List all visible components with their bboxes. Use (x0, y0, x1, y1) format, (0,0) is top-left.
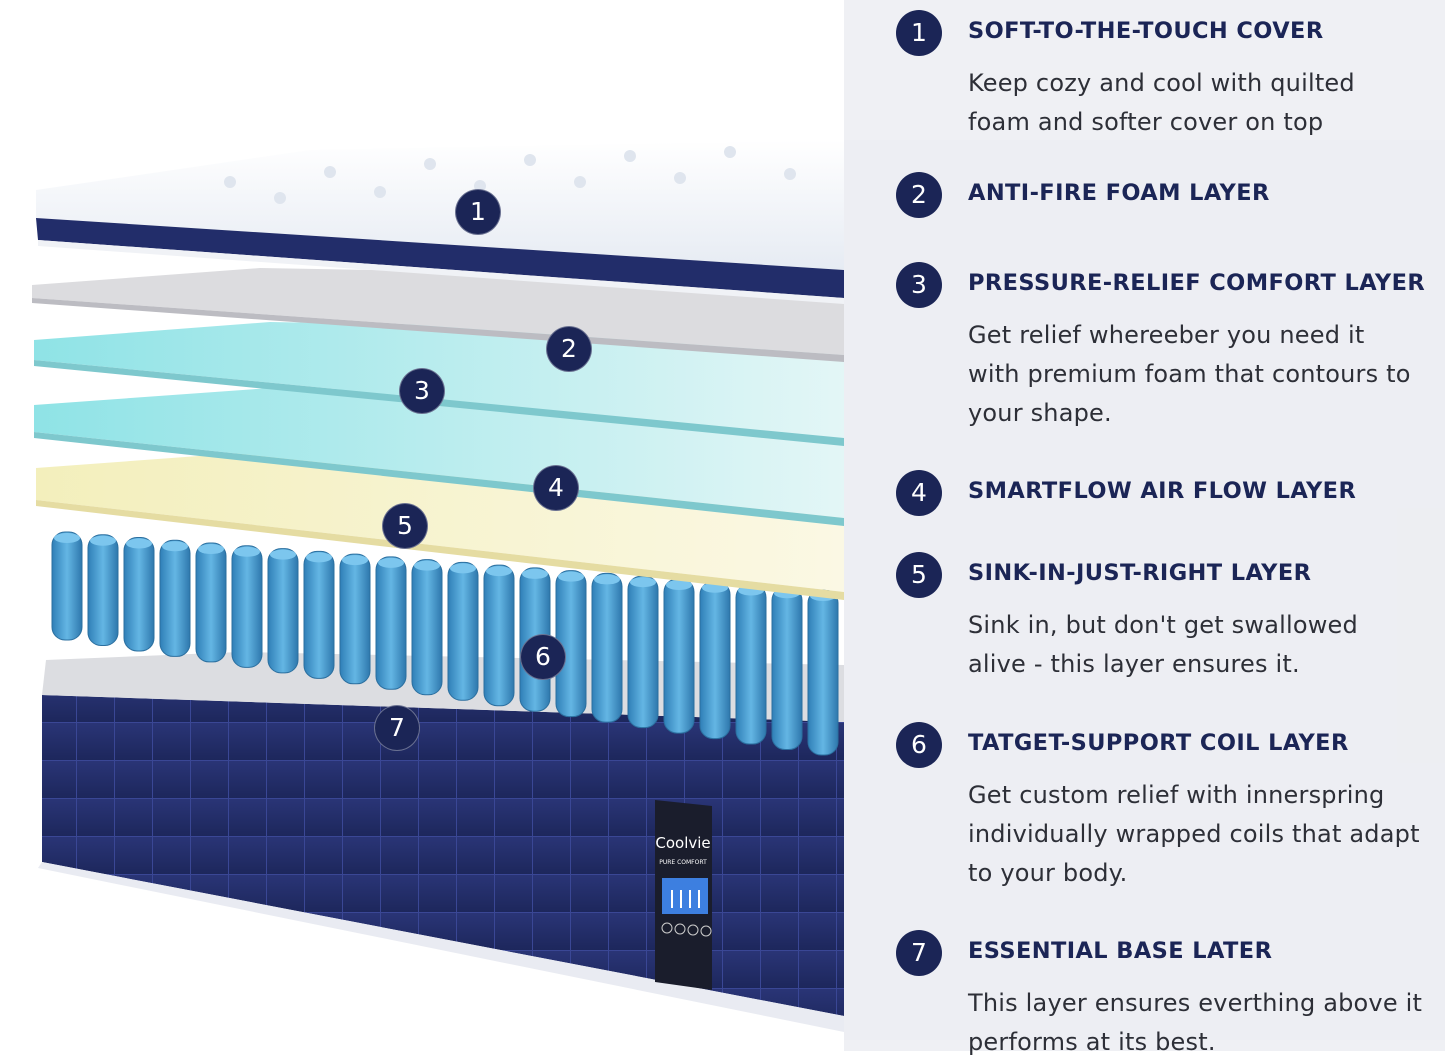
feature-title: TATGET-SUPPORT COIL LAYER (968, 730, 1349, 756)
feature-description: Keep cozy and cool with quilted foam and… (968, 69, 1355, 136)
coil-spring (807, 589, 839, 756)
coil-spring-top (630, 577, 656, 588)
coil-spring-top (90, 535, 116, 546)
feature-description: Sink in, but don't get swallowed alive -… (968, 611, 1358, 678)
feature-panel (844, 0, 1445, 1051)
coil-spring (483, 564, 515, 707)
feature-title: SMARTFLOW AIR FLOW LAYER (968, 478, 1357, 504)
coil-spring (195, 542, 227, 663)
feature-title: ANTI-FIRE FOAM LAYER (968, 180, 1270, 206)
feature-number-badge: 1 (896, 10, 942, 56)
feature-number-badge: 4 (896, 470, 942, 516)
layer-badge-1: 1 (455, 189, 501, 235)
feature-description: This layer ensures everthing above it pe… (968, 989, 1423, 1056)
coil-spring (87, 534, 119, 646)
coil-spring-top (306, 552, 332, 563)
coil-spring-top (198, 544, 224, 555)
layer-badge-6: 6 (520, 634, 566, 680)
coil-spring-top (450, 563, 476, 574)
feature-number-badge: 7 (896, 930, 942, 976)
coil-spring-top (162, 541, 188, 552)
layer-badge-3: 3 (399, 368, 445, 414)
feature-number-badge: 2 (896, 172, 942, 218)
layer-anti-fire-foam (32, 268, 844, 362)
coil-spring-top (270, 549, 296, 560)
layer-badge-7: 7 (374, 705, 420, 751)
feature-title: SOFT-TO-THE-TOUCH COVER (968, 18, 1324, 44)
feature-title: PRESSURE-RELIEF COMFORT LAYER (968, 270, 1426, 296)
coil-spring (267, 548, 299, 674)
brand-sub-text: PURE COMFORT (659, 859, 707, 866)
airflow-icon (662, 878, 708, 914)
layer-top-cover (36, 140, 844, 304)
coil-spring (375, 556, 407, 690)
feature-number-badge: 3 (896, 262, 942, 308)
coil-spring-top (126, 538, 152, 549)
coil-spring (123, 537, 155, 652)
coil-spring (303, 550, 335, 679)
coil-spring-top (558, 571, 584, 582)
layer-badge-2: 2 (546, 326, 592, 372)
coil-spring (159, 539, 191, 657)
coil-spring-top (486, 566, 512, 577)
coil-spring-top (666, 579, 692, 590)
feature-title: ESSENTIAL BASE LATER (968, 938, 1273, 964)
coil-spring (447, 561, 479, 701)
coil-spring (51, 531, 83, 641)
layer-badge-5: 5 (382, 503, 428, 549)
coil-spring (591, 572, 623, 723)
coil-spring (699, 581, 731, 740)
coil-spring-top (594, 574, 620, 585)
coil-spring-top (522, 568, 548, 579)
coil-spring (231, 545, 263, 668)
coil-spring-top (54, 533, 80, 543)
coil-spring-top (342, 555, 368, 566)
feature-number-badge: 6 (896, 722, 942, 768)
coil-spring-top (378, 557, 404, 568)
coil-spring (411, 559, 443, 696)
coil-spring (663, 578, 695, 734)
coil-spring (627, 575, 659, 729)
coil-spring (735, 583, 767, 745)
coil-spring (339, 553, 371, 685)
coil-spring-top (414, 560, 440, 571)
feature-title: SINK-IN-JUST-RIGHT LAYER (968, 560, 1312, 586)
coil-spring-top (234, 546, 260, 557)
coil-spring (771, 586, 803, 751)
brand-logo-text: Coolvie (655, 834, 710, 852)
layer-coil-springs (51, 531, 839, 756)
layer-badge-4: 4 (533, 465, 579, 511)
feature-description: Get custom relief with innerspring indiv… (968, 781, 1420, 887)
feature-number-badge: 5 (896, 552, 942, 598)
feature-description: Get relief whereeber you need it with pr… (968, 321, 1411, 427)
